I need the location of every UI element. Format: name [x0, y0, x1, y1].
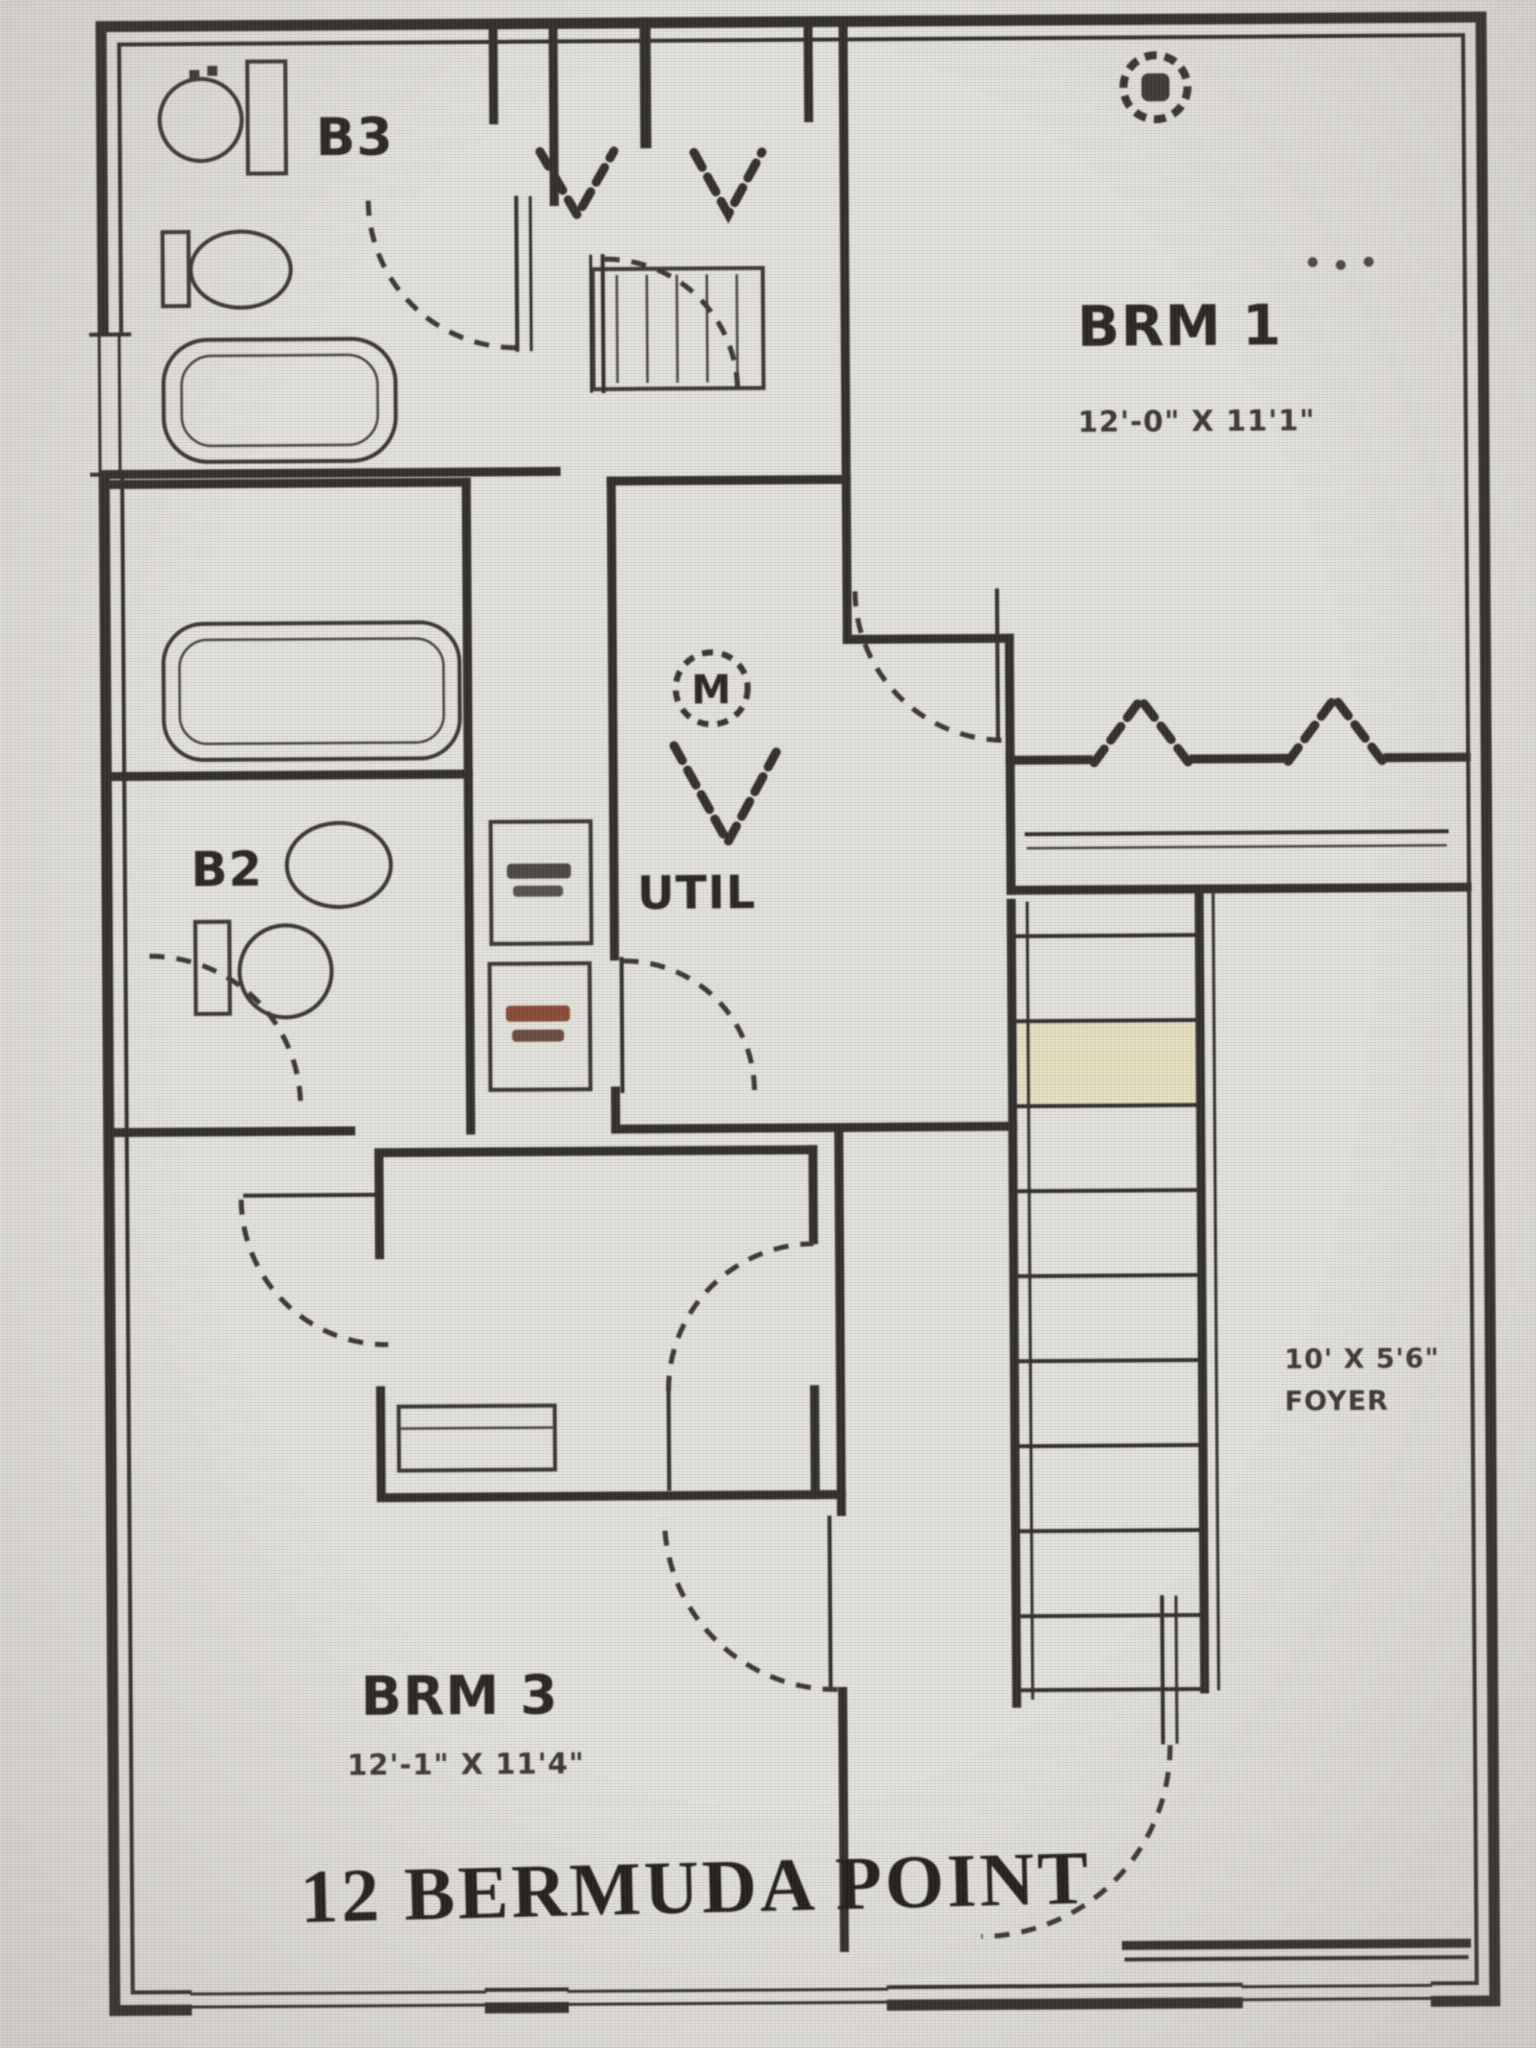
foyer-dimension: 10' X 5'6"	[1284, 1343, 1440, 1375]
closet-bench	[396, 1403, 558, 1473]
foyer-room: 10' X 5'6" FOYER	[981, 1343, 1471, 1962]
window-bottom-left	[190, 1982, 487, 2021]
outer-walls	[95, 11, 1501, 2017]
bath3-door	[365, 195, 533, 352]
sink-fixture	[284, 820, 393, 909]
bedroom3-label: BRM 3	[360, 1663, 558, 1727]
plan-title: 12 BERMUDA POINT	[299, 1836, 1092, 1939]
ceiling-light-icon	[1119, 51, 1192, 124]
entry-door	[981, 1595, 1179, 1940]
toilet-fixture	[157, 59, 289, 176]
bedroom1-dimension: 12'-0" X 11'1"	[1078, 403, 1316, 439]
toilet-fixture-3	[193, 919, 334, 1020]
closet1-chevron-left	[1089, 691, 1193, 768]
hall-door	[589, 254, 741, 394]
utility-hall-door	[619, 957, 757, 1094]
wardrobe-shelving	[590, 266, 766, 392]
bath2-room: B2	[99, 474, 851, 1135]
bedroom3-wall	[834, 1122, 849, 1953]
closet1-chevron-right	[1283, 690, 1387, 766]
bedroom3-dimension: 12'-1" X 11'4"	[347, 1746, 585, 1782]
toilet-fixture-2	[160, 229, 293, 310]
foyer-label: FOYER	[1285, 1386, 1389, 1418]
laundry-closet	[487, 819, 594, 1092]
landing-door	[852, 588, 1007, 743]
closet-door-left	[238, 1192, 389, 1348]
washer-unit	[488, 819, 594, 946]
stair-highlight	[1018, 1022, 1197, 1105]
closet-door-chevron-right	[689, 147, 767, 224]
meter-letter: M	[691, 667, 732, 713]
window-bottom-middle	[567, 1979, 889, 2018]
bath2-label: B2	[191, 842, 263, 899]
utility-area: M UTIL	[104, 476, 1018, 1138]
bedroom1-room: BRM 1 12'-0" X 11'1"	[838, 16, 1472, 895]
bedroom1-label: BRM 1	[1077, 293, 1282, 359]
bedroom3-room: BRM 3 12'-1" X 11'4"	[238, 1122, 849, 1953]
closet-door-right	[666, 1241, 814, 1491]
window-left-wall	[89, 332, 135, 477]
bath2-door-arc	[149, 953, 304, 1106]
bath3-label: B3	[316, 108, 394, 169]
staircase	[1006, 884, 1221, 1708]
stray-dots	[1307, 256, 1374, 270]
utility-label: UTIL	[637, 865, 757, 920]
utility-door-chevron	[669, 740, 785, 852]
closet-door-chevron-left	[535, 146, 619, 225]
bedroom3-closet	[238, 1145, 846, 1503]
bathtub-fixture	[161, 336, 398, 464]
bedroom1-closet	[1004, 633, 1472, 895]
top-closets	[488, 17, 814, 394]
window-bottom-right	[1241, 1975, 1433, 2013]
bath3-room: B3	[99, 18, 561, 480]
dryer-unit	[487, 961, 593, 1092]
stair-treads	[1013, 933, 1203, 1693]
bathtub2-fixture	[161, 620, 462, 762]
meter-symbol: M	[672, 649, 751, 728]
bedroom3-door	[661, 1515, 838, 1693]
